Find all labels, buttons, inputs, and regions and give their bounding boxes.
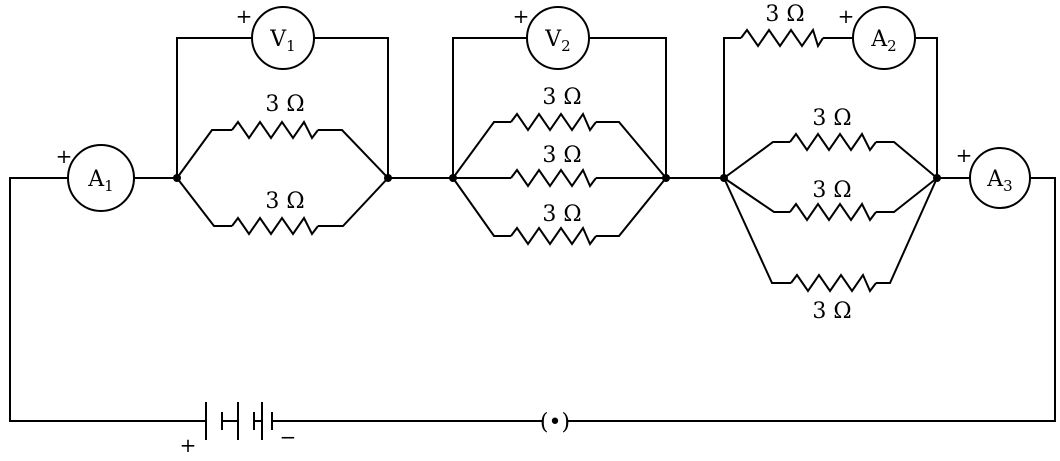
- junction-nodes: [173, 174, 941, 182]
- resistor-a2-series: [740, 27, 824, 49]
- wire-g3-mid-right: [876, 177, 938, 213]
- label-resistor-g1-top: 3 Ω: [265, 92, 304, 117]
- label-resistor-g2-top: 3 Ω: [542, 85, 581, 110]
- label-resistor-g3-top: 3 Ω: [812, 106, 851, 131]
- meter-v1-plus: +: [236, 4, 253, 28]
- wire-g1-top-left: [176, 129, 232, 179]
- wire-v2-right: [589, 37, 667, 178]
- junction-node-3: [449, 174, 457, 182]
- meter-a2-label: A2: [870, 27, 896, 55]
- wire-g3-bot-left: [723, 177, 791, 284]
- meter-a2: A2 +: [838, 4, 916, 70]
- switch-key-symbol: (•): [540, 410, 570, 435]
- resistor-g3-middle: [789, 202, 877, 222]
- wire-a2-left: [723, 37, 741, 178]
- wire-g2-bot-right: [596, 177, 667, 237]
- battery-plus: +: [180, 433, 197, 457]
- meter-v1: V1 +: [236, 4, 315, 70]
- meter-a3-circle: [969, 147, 1031, 209]
- meter-a3: A3 +: [956, 143, 1031, 209]
- wire-v1-left: [176, 37, 252, 178]
- wire-g2-bot-left: [452, 177, 511, 237]
- wire-left-loop: [9, 177, 206, 422]
- wire-switch-to-right: [568, 177, 1056, 422]
- resistor-g3-bottom: [790, 272, 877, 293]
- wires: [9, 37, 1056, 422]
- wire-g3-top-right: [876, 141, 938, 179]
- wire-g1-bot-left: [176, 177, 232, 227]
- junction-node-5: [720, 174, 728, 182]
- meter-a3-plus: +: [956, 143, 973, 167]
- label-resistor-g2-bottom: 3 Ω: [542, 202, 581, 227]
- meter-a1: A1 +: [56, 144, 135, 212]
- junction-node-6: [933, 174, 941, 182]
- wire-v2-left: [452, 37, 527, 178]
- resistor-g2-middle: [510, 167, 597, 188]
- meter-v2: V2 +: [513, 4, 590, 70]
- label-resistor-a2-series: 3 Ω: [765, 2, 804, 27]
- wire-g1-bot-right: [318, 177, 389, 227]
- label-resistor-g2-middle: 3 Ω: [542, 143, 581, 168]
- meter-a1-plus: +: [56, 144, 73, 168]
- wire-v1-right: [314, 37, 389, 178]
- meter-v2-plus: +: [513, 4, 530, 28]
- meter-v1-circle: [251, 6, 315, 70]
- junction-node-2: [384, 174, 392, 182]
- resistor-labels: 3 Ω 3 Ω 3 Ω 3 Ω 3 Ω 3 Ω 3 Ω 3 Ω 3 Ω: [265, 2, 851, 324]
- wire-a2-right: [915, 37, 938, 178]
- wire-g3-mid-left: [723, 177, 790, 213]
- meter-a1-label: A1: [87, 167, 113, 195]
- battery: + −: [180, 402, 297, 457]
- wire-g2-top-left: [452, 121, 511, 179]
- resistor-g2-bottom: [510, 225, 597, 246]
- wire-g3-bot-right: [876, 177, 938, 284]
- resistor-g3-top: [789, 132, 877, 152]
- meter-a2-plus: +: [838, 4, 855, 28]
- label-resistor-g3-bottom: 3 Ω: [812, 299, 851, 324]
- label-resistor-g1-bottom: 3 Ω: [265, 189, 304, 214]
- battery-minus: −: [280, 425, 297, 449]
- meter-v2-label: V2: [544, 27, 570, 55]
- resistors: [231, 27, 877, 293]
- meter-v1-label: V1: [269, 27, 295, 55]
- junction-node-1: [173, 174, 181, 182]
- wire-g1-top-right: [318, 129, 389, 179]
- resistor-g1-top: [231, 120, 319, 140]
- junction-node-4: [662, 174, 670, 182]
- meter-a3-label: A3: [986, 167, 1012, 195]
- wire-g2-top-right: [596, 121, 667, 179]
- label-resistor-g3-middle: 3 Ω: [812, 178, 851, 203]
- resistor-g1-bottom: [231, 216, 319, 236]
- resistor-g2-top: [510, 111, 597, 132]
- switch-key: (•): [540, 410, 570, 435]
- meter-v2-circle: [526, 6, 590, 70]
- wire-g3-top-left: [723, 141, 790, 179]
- meter-a2-circle: [852, 6, 916, 70]
- meter-a1-circle: [67, 144, 135, 212]
